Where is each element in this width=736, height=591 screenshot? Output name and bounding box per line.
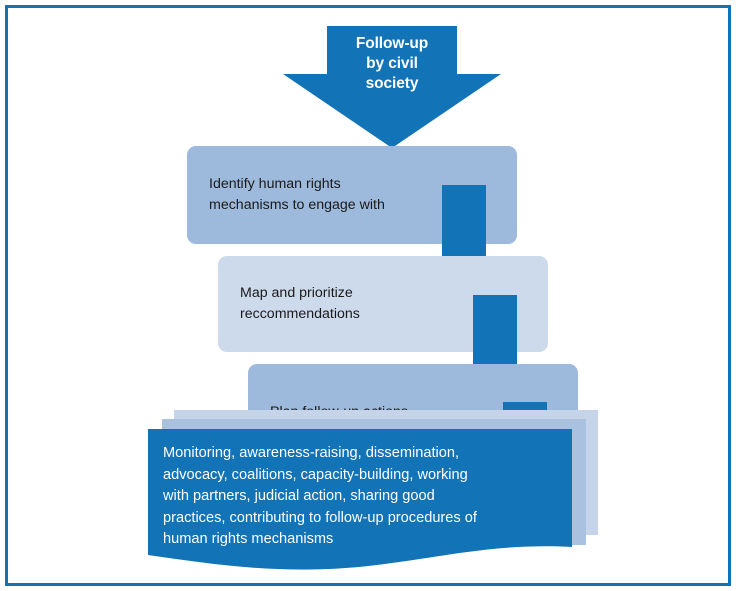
step-box-map-prioritize-label: Map and prioritize reccommendations <box>240 285 360 322</box>
step-box-identify-label: Identify human rights mechanisms to enga… <box>209 176 385 213</box>
down-arrow-banner-icon <box>283 26 501 148</box>
followup-banner-arrow: Follow-up by civil society <box>283 26 501 148</box>
banner-line-2: by civil <box>366 55 418 72</box>
banner-line-3: society <box>365 75 419 92</box>
outcome-panel-shape <box>148 429 572 570</box>
outcome-panel: Monitoring, awareness-raising, dissemina… <box>148 429 572 570</box>
outcome-panel-label: Monitoring, awareness-raising, dissemina… <box>163 445 477 547</box>
banner-label: Follow-up by civil society <box>283 26 501 94</box>
step-box-map-prioritize: Map and prioritize reccommendations <box>218 256 548 352</box>
banner-line-1: Follow-up <box>355 35 429 52</box>
outcome-stack: Monitoring, awareness-raising, dissemina… <box>148 410 598 570</box>
